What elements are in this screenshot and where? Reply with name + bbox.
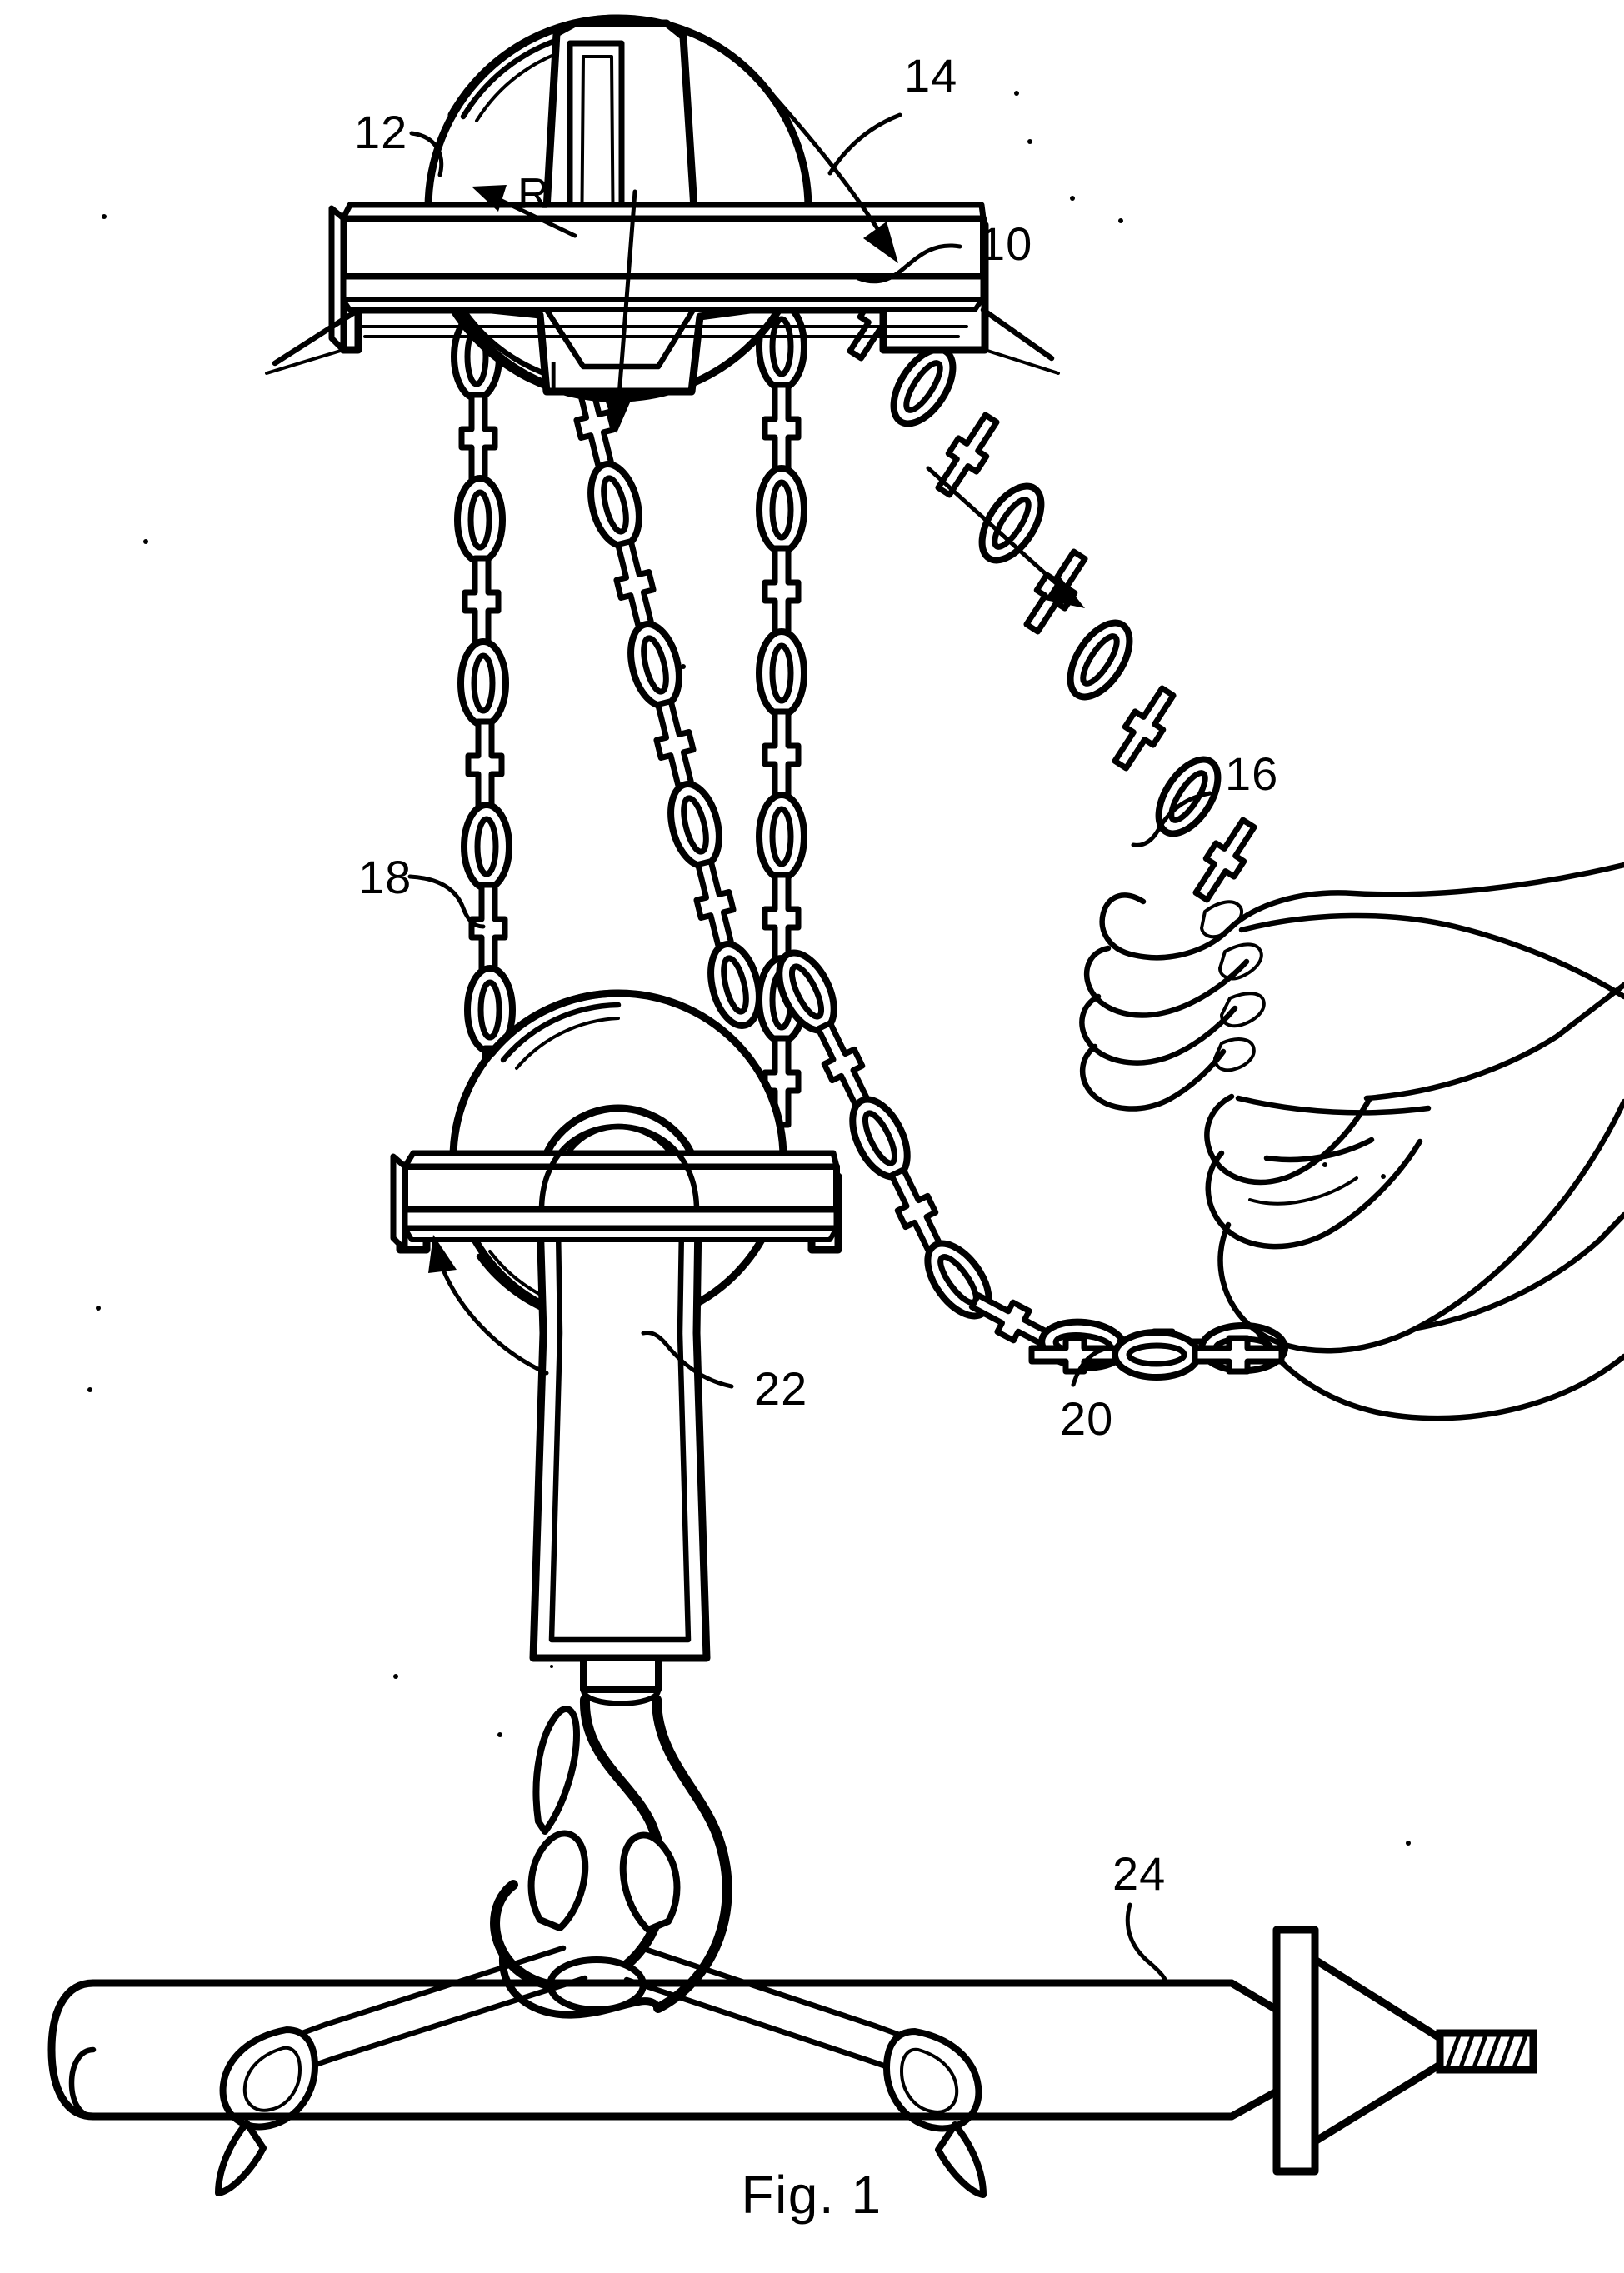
operator-hand-upper	[1079, 862, 1624, 1116]
callout-leader-14	[752, 72, 902, 263]
pipe-workpiece	[47, 1926, 1537, 2176]
callout-10: 10	[979, 217, 1032, 270]
callout-leader-18	[407, 874, 486, 929]
callout-20: 20	[1060, 1392, 1113, 1445]
lower-block-shank	[580, 1655, 662, 1693]
callout-16: 16	[1225, 747, 1278, 800]
callout-18: 18	[358, 851, 412, 903]
operator-hand-lower	[1204, 982, 1624, 1421]
callout-leader-22	[641, 1331, 734, 1389]
callout-24: 24	[1112, 1847, 1166, 1900]
callout-leader-10	[856, 243, 962, 284]
slack-chain	[1032, 1332, 1282, 1377]
label-L: L	[548, 353, 572, 402]
pipe-flange	[1272, 1926, 1319, 2176]
lower-block	[390, 989, 842, 1706]
label-R: R	[517, 170, 549, 218]
callout-leader-20	[1071, 1346, 1111, 1387]
l-dimension-arrow	[603, 189, 637, 433]
callout-22: 22	[754, 1362, 807, 1415]
scan-speckles	[87, 91, 1411, 1846]
callout-leader-24	[1125, 1902, 1169, 1987]
callout-12: 12	[354, 106, 407, 158]
figure-caption: Fig. 1	[741, 2165, 882, 2225]
callout-14: 14	[904, 49, 957, 102]
pipe-threaded-end	[1436, 2029, 1537, 2074]
lift-direction-arrow	[428, 1235, 549, 1376]
sling-straps	[215, 1665, 987, 2198]
pull-direction-arrow	[926, 466, 1085, 608]
callout-leader-12	[409, 131, 444, 177]
upper-block	[265, 14, 1060, 402]
lower-block-plate	[402, 1163, 840, 1213]
r-dimension-arrow	[472, 185, 577, 238]
callout-leader-16	[1131, 791, 1212, 847]
